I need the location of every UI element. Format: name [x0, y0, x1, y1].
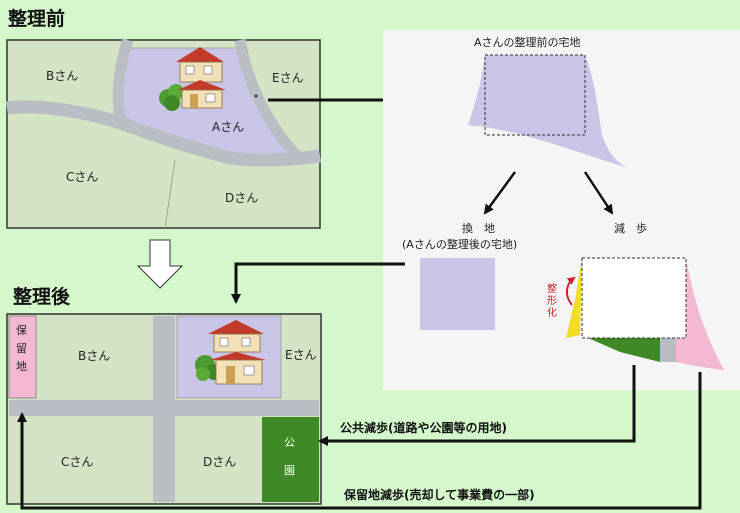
exchanged-lot	[420, 258, 495, 330]
road-right	[234, 39, 303, 161]
before-to-after-arrow	[136, 239, 184, 289]
shaping-arrow-icon	[566, 276, 576, 306]
park-char-1: 公	[284, 436, 295, 449]
before-lot-caption: Aさんの整理前の宅地	[474, 35, 581, 49]
shaping-char-3: 化	[547, 306, 557, 319]
house-after-icon	[195, 320, 266, 385]
public-reduction-gray	[660, 338, 676, 362]
after-lot-c: Cさん	[61, 455, 93, 469]
arrow-to-exchange	[483, 171, 517, 215]
park-lot	[262, 417, 319, 502]
a-original-dashed-frame	[484, 54, 586, 136]
after-lot-d: Dさん	[203, 455, 236, 469]
after-map: 保 留 地 Bさん Eさん Cさん Dさん 公 園	[6, 313, 322, 505]
arrow-public-reduction	[318, 365, 636, 446]
before-lot-d: Dさん	[225, 191, 258, 205]
arrow-reserve-reduction	[17, 372, 702, 510]
a-original-shape	[468, 55, 628, 168]
public-reduction-label: 公共減歩(道路や公園等の用地)	[340, 420, 507, 435]
before-title: 整理前	[8, 7, 65, 30]
park-char-2: 園	[284, 464, 295, 477]
before-lot-e: Eさん	[272, 71, 304, 85]
reserve-char-1: 保	[16, 323, 27, 337]
shaping-yellow	[566, 258, 582, 338]
reserve-reduction-pink	[676, 258, 724, 370]
reserve-reduction-label: 保留地減歩(売却して事業費の一部)	[343, 487, 535, 502]
after-lot-b: Bさん	[78, 349, 110, 363]
road-left	[112, 38, 134, 130]
before-lot-b: Bさん	[46, 69, 78, 83]
c-d-boundary	[164, 159, 176, 229]
shaping-char-2: 形	[547, 295, 557, 307]
shaped-lot-frame	[581, 257, 687, 339]
exchange-sublabel: (Aさんの整理後の宅地)	[402, 237, 517, 251]
after-lot-e: Eさん	[285, 348, 317, 362]
arrow-to-reduction	[583, 171, 614, 215]
arrow-origin-dot	[254, 94, 258, 98]
reserve-char-2: 留	[16, 342, 27, 355]
reserve-char-3: 地	[16, 360, 27, 373]
public-reduction-green	[588, 338, 660, 362]
before-lot-a: Aさん	[212, 120, 244, 134]
reserve-lot	[8, 315, 37, 399]
road-horizontal	[9, 400, 319, 416]
shaping-char-1: 整	[547, 282, 557, 295]
after-title: 整理後	[13, 285, 71, 308]
exchange-label: 換 地	[462, 222, 495, 235]
house-before-icon	[159, 47, 226, 111]
before-lot-c: Cさん	[66, 170, 98, 184]
before-map: Bさん Aさん Eさん Cさん Dさん	[6, 38, 321, 229]
arrow-exchange-to-after	[231, 262, 405, 304]
road-main	[6, 100, 321, 167]
reduction-label: 減 歩	[614, 221, 647, 235]
